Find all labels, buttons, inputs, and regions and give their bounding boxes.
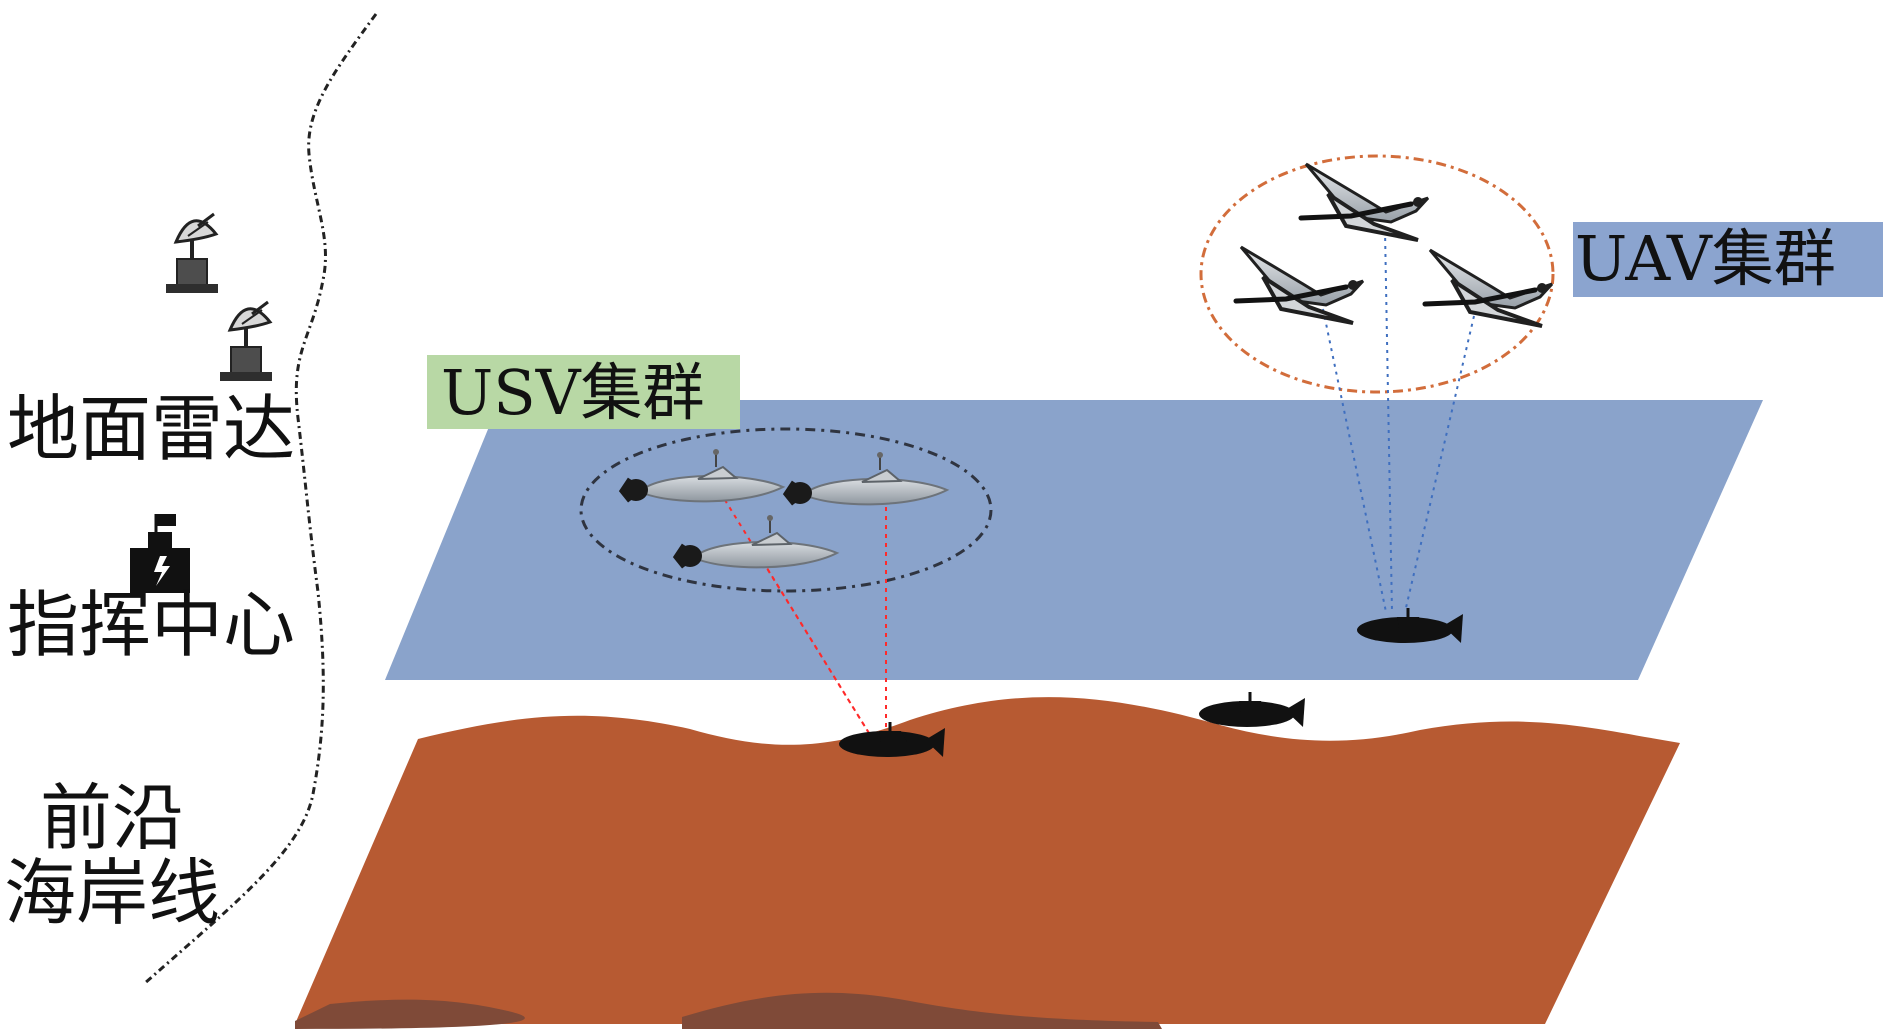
uav-icon xyxy=(1301,164,1428,240)
seabed-shadow-left xyxy=(295,999,525,1029)
uav-link-1 xyxy=(1322,308,1387,613)
uav-link-3 xyxy=(1404,315,1475,613)
uav-icon xyxy=(1425,250,1552,326)
command-center-icon xyxy=(128,512,192,595)
seabed-layer xyxy=(295,697,1680,1024)
uav-group-label: UAV集群 xyxy=(1575,222,1836,295)
front-line-label-1: 前沿 xyxy=(40,776,184,860)
usv-group-label: USV集群 xyxy=(441,356,705,429)
seabed-shadow-right xyxy=(682,992,1162,1029)
submarine-icon xyxy=(1197,690,1307,729)
command-center-label: 指挥中心 xyxy=(7,583,295,667)
usv-group-label-bg xyxy=(427,355,740,429)
usv-link-3 xyxy=(762,561,873,739)
usv-cluster-ring xyxy=(579,427,993,593)
sea-surface-layer xyxy=(385,400,1763,680)
uav-group-label-bg xyxy=(1573,222,1883,297)
uav-cluster-ring xyxy=(1199,154,1555,394)
uav-icon xyxy=(1236,247,1363,323)
ground-radar-label: 地面雷达 xyxy=(7,387,295,471)
coastline-curve xyxy=(144,13,378,985)
radar-icon xyxy=(164,212,220,295)
radar-icon xyxy=(218,300,274,383)
front-line-label-2: 海岸线 xyxy=(4,851,220,935)
usv-link-1 xyxy=(719,491,873,739)
